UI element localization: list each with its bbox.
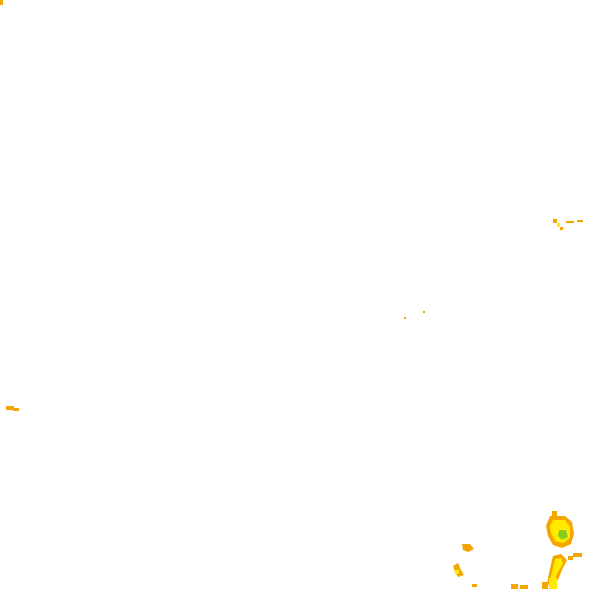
echo-cluster-right-middle (553, 219, 583, 230)
echo-specks-center (404, 311, 425, 319)
echo-patch-left (6, 406, 19, 411)
echo-storm-bottom-right (453, 511, 582, 589)
echo-patch-top-left (0, 0, 3, 5)
